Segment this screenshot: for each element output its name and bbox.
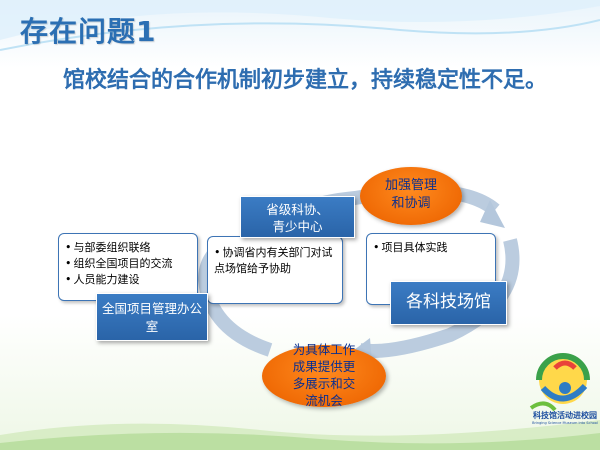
node-label: 各科技场馆 bbox=[406, 292, 491, 312]
oval-label: 加强管理 和协调 bbox=[384, 178, 437, 211]
list-item: 与部委组织联络 bbox=[65, 240, 191, 256]
decorative-swoosh bbox=[0, 0, 600, 51]
node-science-museums: 各科技场馆 bbox=[390, 281, 507, 325]
node-label: 省级科协、 青少中心 bbox=[266, 202, 329, 234]
left-info-box: 与部委组织联络 组织全国项目的交流 人员能力建设 bbox=[58, 233, 198, 301]
oval-exchange: 为具体工作 成果提供更 多展示和交 流机会 bbox=[262, 342, 386, 408]
museum-logo-icon bbox=[529, 353, 590, 412]
oval-label: 为具体工作 成果提供更 多展示和交 流机会 bbox=[292, 342, 356, 408]
logo-subcaption: Bringing Science Museum into School bbox=[532, 421, 598, 425]
decorative-grass bbox=[0, 420, 600, 450]
subtitle: 馆校结合的合作机制初步建立，持续稳定性不足。 bbox=[62, 68, 547, 93]
node-national-office: 全国项目管理办公 室 bbox=[96, 293, 208, 341]
logo-caption: 科技馆活动进校园 bbox=[533, 411, 597, 420]
list-item: 协调省内有关部门对试点场馆给予协助 bbox=[214, 245, 338, 277]
page-title: 存在问题1 bbox=[20, 15, 157, 48]
middle-info-box: 协调省内有关部门对试点场馆给予协助 bbox=[207, 236, 343, 304]
node-label: 全国项目管理办公 室 bbox=[101, 301, 202, 334]
node-provincial-association: 省级科协、 青少中心 bbox=[240, 196, 355, 238]
list-item: 人员能力建设 bbox=[65, 272, 191, 288]
list-item: 项目具体实践 bbox=[373, 240, 489, 256]
list-item: 组织全国项目的交流 bbox=[65, 256, 191, 272]
oval-management: 加强管理 和协调 bbox=[360, 167, 462, 225]
